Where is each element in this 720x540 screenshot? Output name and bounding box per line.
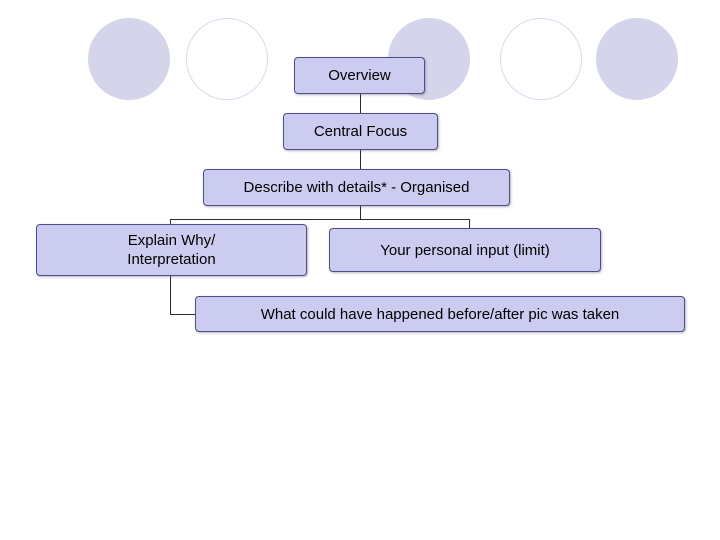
decor-circle-4	[500, 18, 582, 100]
connector-to-personal-input	[469, 219, 470, 229]
node-describe-with-details[interactable]: Describe with details* - Organised	[203, 169, 510, 206]
connector-explain-to-before-after	[170, 314, 196, 315]
node-overview-label: Overview	[328, 67, 391, 84]
node-central-focus-label: Central Focus	[313, 123, 408, 140]
node-personal-input[interactable]: Your personal input (limit)	[329, 228, 601, 272]
node-explain-why[interactable]: Explain Why/ Interpretation	[36, 224, 307, 276]
node-overview[interactable]: Overview	[294, 57, 425, 94]
connector-describe-bar	[170, 219, 470, 220]
connector-central-to-describe	[360, 148, 361, 174]
node-before-after[interactable]: What could have happened before/after pi…	[195, 296, 685, 332]
decor-circle-1	[88, 18, 170, 100]
node-describe-with-details-label: Describe with details* - Organised	[243, 179, 470, 196]
decor-circle-5	[596, 18, 678, 100]
node-explain-why-label: Explain Why/ Interpretation	[127, 232, 216, 268]
node-before-after-label: What could have happened before/after pi…	[260, 305, 620, 323]
node-personal-input-label: Your personal input (limit)	[380, 241, 550, 259]
connector-describe-down	[360, 205, 361, 219]
connector-explain-down	[170, 275, 171, 314]
node-central-focus[interactable]: Central Focus	[283, 113, 438, 150]
decor-circle-2	[186, 18, 268, 100]
connector-overview-to-central	[360, 92, 361, 116]
